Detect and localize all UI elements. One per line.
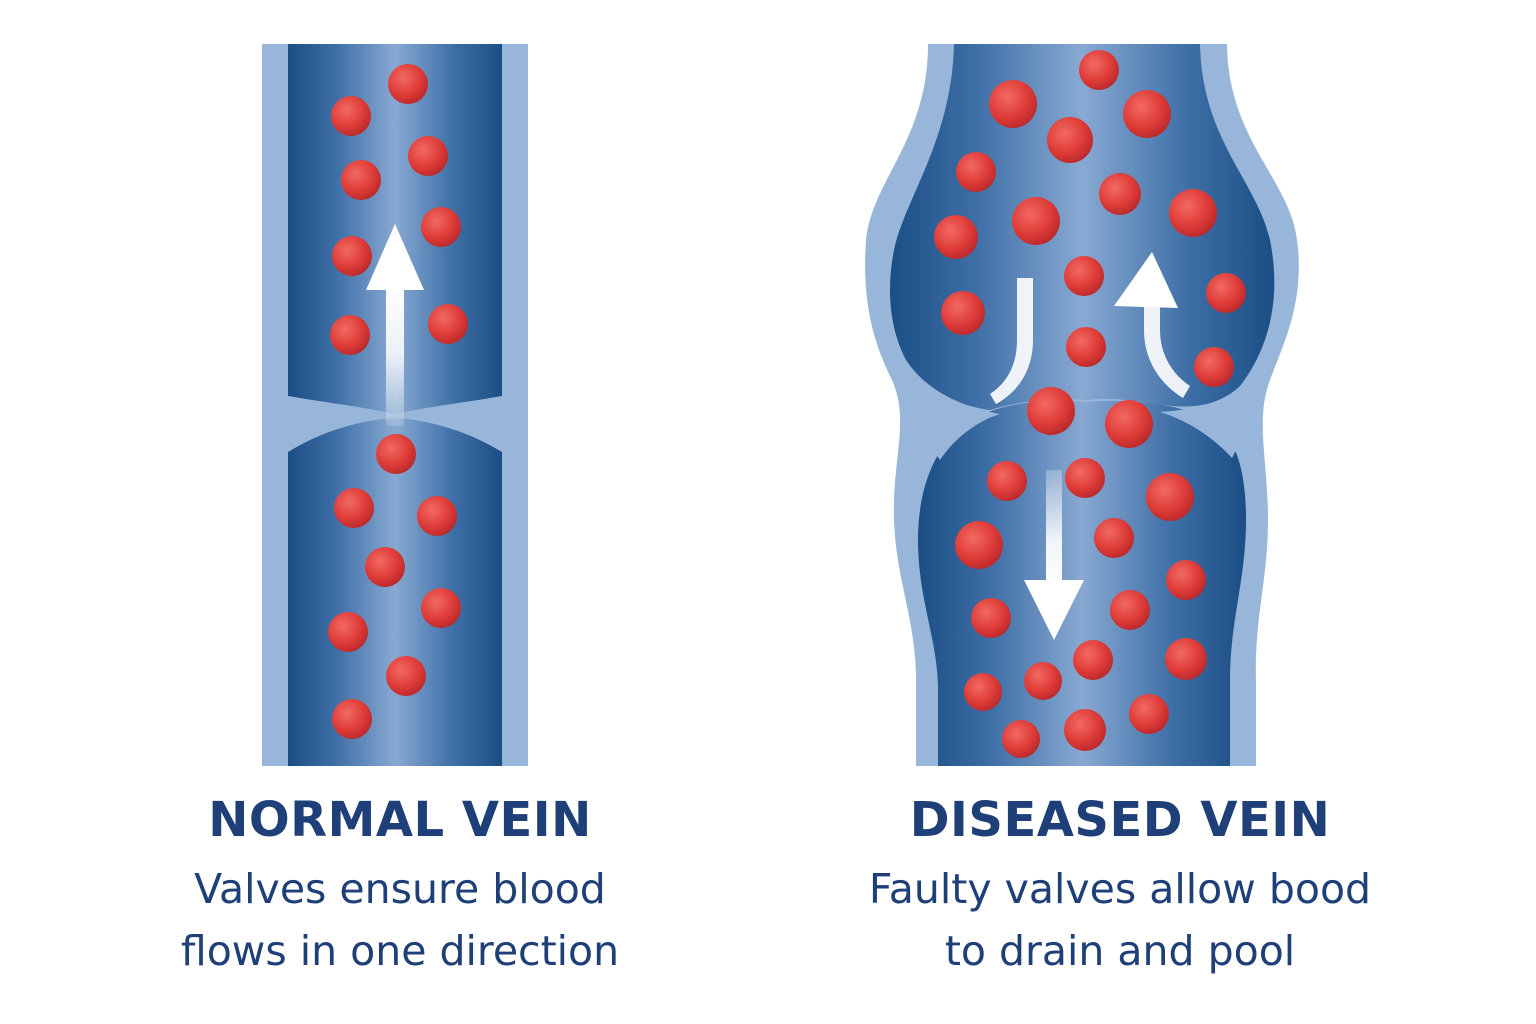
normal-vein-description: Valves ensure blood flows in one directi… bbox=[100, 858, 700, 982]
red-blood-cell-icon bbox=[989, 80, 1037, 128]
normal-vein-valve-left bbox=[288, 396, 395, 452]
red-blood-cell-icon bbox=[1064, 709, 1106, 751]
red-blood-cell-icon bbox=[1105, 400, 1153, 448]
red-blood-cell-icon bbox=[1066, 327, 1106, 367]
arrow-down-icon bbox=[1024, 470, 1084, 640]
diseased-vein-blood-cells bbox=[934, 50, 1246, 758]
red-blood-cell-icon bbox=[1027, 387, 1075, 435]
normal-vein-description-line: flows in one direction bbox=[180, 927, 620, 975]
diseased-vein-description-line: Faulty valves allow bood bbox=[868, 865, 1372, 913]
red-blood-cell-icon bbox=[331, 96, 371, 136]
red-blood-cell-icon bbox=[1065, 458, 1105, 498]
red-blood-cell-icon bbox=[417, 496, 457, 536]
arrow-up-icon bbox=[366, 224, 424, 426]
red-blood-cell-icon bbox=[421, 588, 461, 628]
red-blood-cell-icon bbox=[1146, 473, 1194, 521]
red-blood-cell-icon bbox=[334, 488, 374, 528]
red-blood-cell-icon bbox=[1047, 117, 1093, 163]
red-blood-cell-icon bbox=[332, 236, 372, 276]
red-blood-cell-icon bbox=[1169, 189, 1217, 237]
red-blood-cell-icon bbox=[1012, 197, 1060, 245]
red-blood-cell-icon bbox=[1024, 662, 1062, 700]
normal-vein-title: NORMAL VEIN bbox=[208, 792, 592, 848]
red-blood-cell-icon bbox=[955, 521, 1003, 569]
red-blood-cell-icon bbox=[1002, 720, 1040, 758]
red-blood-cell-icon bbox=[1194, 347, 1234, 387]
red-blood-cell-icon bbox=[1099, 173, 1141, 215]
diseased-vein-description: Faulty valves allow bood to drain and po… bbox=[790, 858, 1450, 982]
diseased-vein-description-line: to drain and pool bbox=[944, 927, 1296, 975]
diseased-vein-caption: DISEASED VEIN Faulty valves allow bood t… bbox=[790, 790, 1450, 982]
red-blood-cell-icon bbox=[1165, 638, 1207, 680]
red-blood-cell-icon bbox=[1094, 518, 1134, 558]
red-blood-cell-icon bbox=[1206, 273, 1246, 313]
red-blood-cell-icon bbox=[365, 547, 405, 587]
curved-arrow-icon bbox=[1114, 252, 1190, 398]
normal-vein-description-line: Valves ensure blood bbox=[194, 865, 606, 913]
red-blood-cell-icon bbox=[1129, 694, 1169, 734]
red-blood-cell-icon bbox=[1079, 50, 1119, 90]
red-blood-cell-icon bbox=[332, 699, 372, 739]
red-blood-cell-icon bbox=[1110, 590, 1150, 630]
red-blood-cell-icon bbox=[1166, 560, 1206, 600]
red-blood-cell-icon bbox=[386, 656, 426, 696]
normal-vein-valve-right bbox=[395, 396, 502, 452]
normal-vein-caption: NORMAL VEIN Valves ensure blood flows in… bbox=[100, 790, 700, 982]
red-blood-cell-icon bbox=[971, 598, 1011, 638]
red-blood-cell-icon bbox=[408, 136, 448, 176]
curved-arrow-icon bbox=[990, 278, 1033, 404]
red-blood-cell-icon bbox=[388, 64, 428, 104]
diseased-vein bbox=[865, 44, 1299, 766]
red-blood-cell-icon bbox=[330, 315, 370, 355]
red-blood-cell-icon bbox=[1123, 90, 1171, 138]
normal-vein bbox=[262, 44, 528, 766]
red-blood-cell-icon bbox=[941, 291, 985, 335]
red-blood-cell-icon bbox=[341, 160, 381, 200]
diseased-vein-valve-left bbox=[906, 360, 1000, 460]
diseased-vein-valve-right bbox=[1160, 386, 1245, 458]
red-blood-cell-icon bbox=[328, 612, 368, 652]
red-blood-cell-icon bbox=[1064, 256, 1104, 296]
red-blood-cell-icon bbox=[934, 215, 978, 259]
red-blood-cell-icon bbox=[428, 304, 468, 344]
diseased-vein-title: DISEASED VEIN bbox=[909, 792, 1331, 848]
red-blood-cell-icon bbox=[956, 152, 996, 192]
red-blood-cell-icon bbox=[376, 434, 416, 474]
normal-vein-blood-cells bbox=[328, 64, 468, 739]
red-blood-cell-icon bbox=[964, 673, 1002, 711]
red-blood-cell-icon bbox=[1073, 640, 1113, 680]
red-blood-cell-icon bbox=[421, 207, 461, 247]
diseased-vein-upper-lumen bbox=[890, 44, 1275, 410]
red-blood-cell-icon bbox=[987, 461, 1027, 501]
